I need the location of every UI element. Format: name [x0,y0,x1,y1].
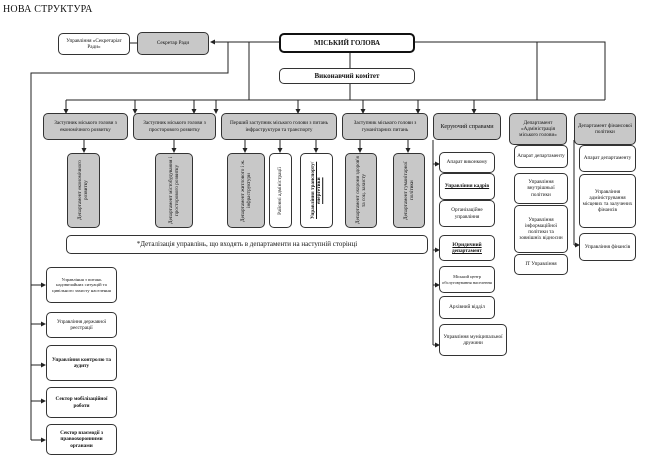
box-label: Апарат департаменту [517,153,565,160]
box-label: Управління внутрішньої політики [527,179,555,198]
council-secretariat-box: Управління «Секретаріат Ради» [58,33,130,55]
deputy-spatial-box: Заступник міського голови з просторового… [133,113,216,140]
admin-dept-item: Управління внутрішньої політики [514,173,568,204]
keruyuchyi-item: Організаційне управління [439,200,495,227]
chief-of-staff-box: Керуючий справами [433,113,501,140]
box-label: Виконавчий комітет [314,71,380,80]
keruyuchyi-item: Управління кадрів [439,173,495,200]
dept-housing-infrastructure: Департамент житлового і ж. інфраструктур… [227,153,265,228]
keruyuchyi-item: Міський центр обслуговування населення [439,266,495,293]
box-label: Юридичний департамент [452,241,482,254]
box-label: Управління контролю та аудиту [52,356,111,369]
box-label: Управління з питань надзвичайних ситуаці… [52,276,111,293]
box-label: Департамент житлового і ж. інфраструктур… [239,159,252,222]
admin-dept-box: Департамент «Адміністрація міського голо… [509,113,567,145]
box-label: Апарат департаменту [583,155,632,162]
dept-economic-development: Департамент економічного розвитку [67,153,100,228]
box-label: Управління державної реєстрації [56,318,107,331]
box-label: Сектор взаємодії з правоохоронними орган… [60,430,103,449]
box-label: Управління адміністрування місцевих та з… [582,188,633,214]
box-label: Організаційне управління [451,207,483,220]
transport-department: Управління транспорту/енергетики [300,153,333,228]
keruyuchyi-item: Архівний відділ [439,296,495,319]
box-label: Сектор мобілізаційної роботи [55,396,108,409]
finance-dept-box: Департамент фінансової політики [574,113,636,145]
box-label: Департамент економічного розвитку [77,160,90,221]
box-label: Департамент «Адміністрація міського голо… [519,119,557,139]
finance-dept-item: Апарат департаменту [579,145,636,172]
box-label: Департамент гуманітарної політики [402,161,415,220]
deputy-humanitarian-box: Заступник міського голови з гуманітарних… [342,113,428,140]
box-label: Департамент охорони здоров'я та соц. зах… [354,156,367,225]
box-label: Районні адміністрації [277,166,284,215]
council-secretary-box: Секретар Ради [137,32,209,55]
left-column-item: Управління державної реєстрації [46,312,117,338]
box-label: IT Управління [525,261,557,268]
district-administrations: Районні адміністрації [269,153,292,228]
first-deputy-infrastructure-box: Перший заступник міського голови з питан… [221,113,337,140]
left-column-item: Сектор мобілізаційної роботи [46,387,117,418]
box-label: Керуючий справами [440,122,494,130]
keruyuchyi-item: Управління муніципальної дружини [439,324,507,356]
dept-humanitarian-policy: Департамент гуманітарної політики [393,153,425,228]
left-column-item: Сектор взаємодії з правоохоронними орган… [46,424,117,455]
box-label: Заступник міського голови з просторового… [143,120,206,133]
finance-dept-item: Управління адміністрування місцевих та з… [579,174,636,228]
left-column-item: Управління з питань надзвичайних ситуаці… [46,267,117,303]
box-label: Архівний відділ [449,304,485,311]
box-label: МІСЬКИЙ ГОЛОВА [313,38,381,47]
deputy-economic-box: Заступник міського голови з економічного… [43,113,128,140]
admin-dept-item: Апарат департаменту [514,145,568,168]
finance-dept-item: Управління фінансів [579,233,636,261]
admin-dept-item: Управління інформаційної політики та зов… [514,205,568,253]
admin-dept-item: IT Управління [514,254,568,275]
left-column-item: Управління контролю та аудиту [46,345,117,381]
keruyuchyi-item: Юридичний департамент [439,235,495,261]
box-label: Управління фінансів [584,243,631,250]
box-label: Управління «Секретаріат Ради» [66,37,122,50]
executive-committee-box: Виконавчий комітет [279,68,415,84]
box-label: Департамент містобудування і просторовог… [167,156,180,225]
mayor-box: МІСЬКИЙ ГОЛОВА [279,33,415,53]
page-title: НОВА СТРУКТУРА [3,4,93,15]
box-label: Заступник міського голови з гуманітарних… [353,120,417,133]
dept-health-social: Департамент охорони здоров'я та соц. зах… [345,153,377,228]
keruyuchyi-item: Апарат виконкому [439,152,495,173]
detail-note: *Деталізація управлінь, що входять в деп… [66,235,428,254]
box-label: Секретар Ради [156,40,190,47]
box-label: Управління інформаційної політики та зов… [519,216,563,242]
box-label: Апарат виконкому [446,159,488,166]
box-label: Управління муніципальної дружини [443,333,503,346]
box-label: Міський центр обслуговування населення [442,274,492,285]
dept-urban-planning: Департамент містобудування і просторовог… [155,153,193,228]
box-label: Заступник міського голови з економічного… [54,120,117,133]
note-text: *Деталізація управлінь, що входять в деп… [136,240,358,249]
box-label: Перший заступник міського голови з питан… [229,120,329,133]
box-label: Управління транспорту/енергетики [310,161,323,220]
box-label: Управління кадрів [444,183,490,190]
box-label: Департамент фінансової політики [577,122,633,135]
